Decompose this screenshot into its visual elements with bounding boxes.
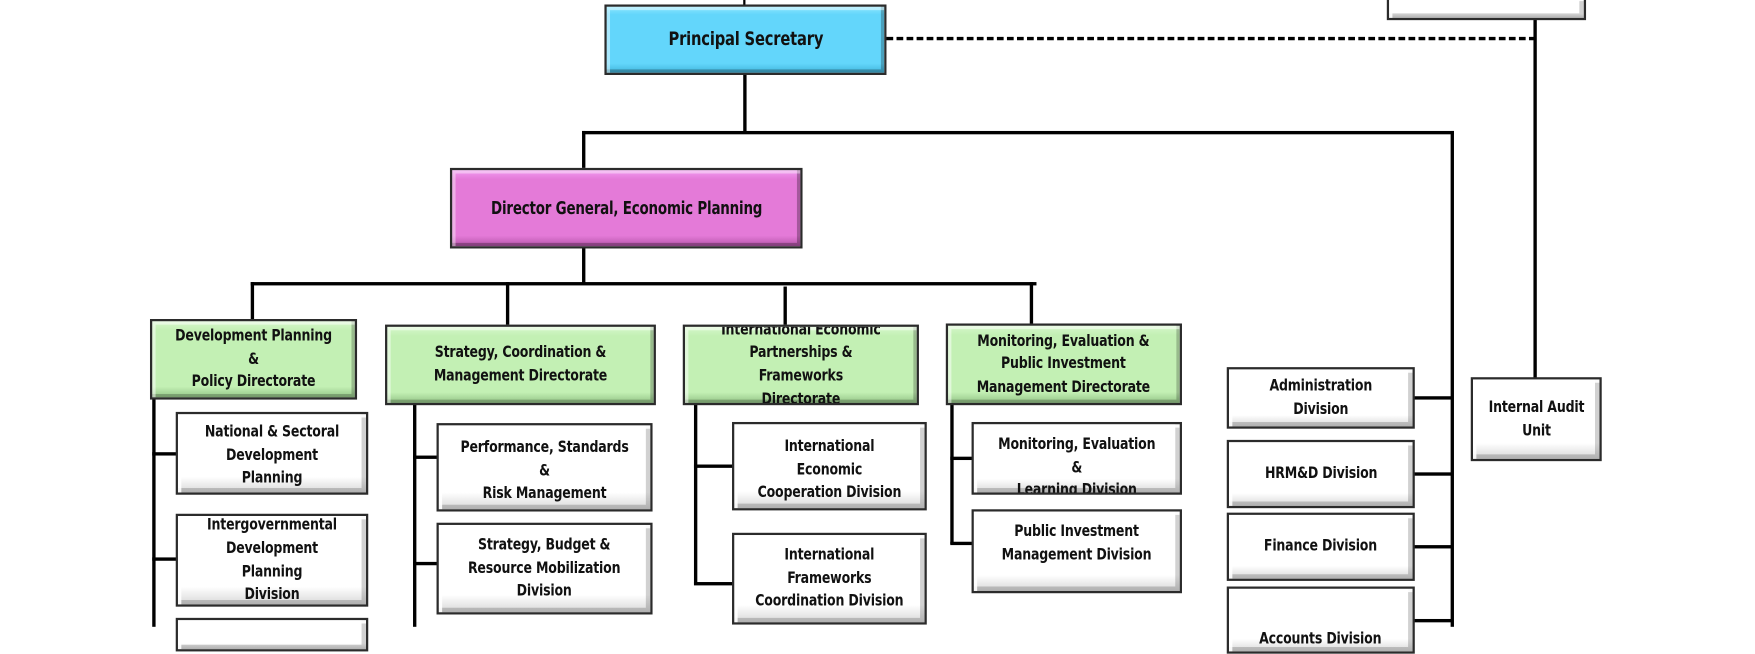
top-unit-box[interactable] xyxy=(1386,0,1587,21)
division-label: Accounts Division xyxy=(1259,630,1382,649)
connector-d3-trunk xyxy=(693,402,697,585)
division-performance-standards[interactable]: Performance, Standards & Risk Management… xyxy=(436,423,653,512)
connector-support-1 xyxy=(1413,396,1452,400)
connector-dir-2 xyxy=(505,282,509,325)
division-strategy-budget[interactable]: Strategy, Budget & Resource Mobilization… xyxy=(436,522,653,615)
director-general-box[interactable]: Director General, Economic Planning xyxy=(449,167,803,249)
directorate-development-planning[interactable]: Development Planning & Policy Directorat… xyxy=(149,319,358,400)
connector-d1-trunk xyxy=(152,397,156,627)
connector-dir-1 xyxy=(250,282,254,320)
division-label: National & Sectoral Development Planning… xyxy=(204,423,340,492)
directorate-label: Monitoring, Evaluation & Public Investme… xyxy=(977,332,1151,396)
division-international-cooperation[interactable]: International Economic Cooperation Divis… xyxy=(732,421,927,511)
connector-to-dg xyxy=(582,130,585,168)
division-hrmd[interactable]: HRM&D Division xyxy=(1226,439,1415,509)
directorate-strategy-coordination[interactable]: Strategy, Coordination & Management Dire… xyxy=(385,324,656,406)
connector-dir-3 xyxy=(783,286,787,325)
connector-dg-down xyxy=(582,247,585,285)
division-label: Strategy, Budget & Resource Mobilization… xyxy=(468,536,621,601)
directorate-label: Development Planning & Policy Directorat… xyxy=(175,326,332,391)
division-label: Finance Division xyxy=(1264,537,1378,556)
division-label: Performance, Standards & Risk Management… xyxy=(460,438,629,510)
principal-secretary-label: Principal Secretary xyxy=(668,28,823,51)
connector-directorates-horizontal xyxy=(250,282,1037,286)
director-general-label: Director General, Economic Planning xyxy=(490,198,762,219)
connector-d4-div1 xyxy=(950,456,973,460)
connector-dir-4 xyxy=(1029,282,1033,324)
division-label: HRM&D Division xyxy=(1264,464,1377,483)
connector-support-2 xyxy=(1413,472,1452,476)
connector-d2-div1 xyxy=(413,455,438,459)
division-public-investment[interactable]: Public Investment Management Division xyxy=(971,509,1182,594)
connector-d2-trunk xyxy=(413,402,416,627)
directorate-label: Strategy, Coordination & Management Dire… xyxy=(433,344,608,386)
division-label: Monitoring, Evaluation & Learning Divisi… xyxy=(998,435,1156,495)
division-label: Intergovernmental Development Planning D… xyxy=(207,516,337,604)
connector-d4-div2 xyxy=(950,541,973,545)
division-intergovernmental[interactable]: Intergovernmental Development Planning D… xyxy=(175,513,369,607)
directorate-monitoring-evaluation[interactable]: Monitoring, Evaluation & Public Investme… xyxy=(945,323,1182,406)
division-accounts[interactable]: Accounts Division xyxy=(1226,586,1415,654)
division-national-sectoral[interactable]: National & Sectoral Development Planning… xyxy=(175,411,369,495)
directorate-international-economic[interactable]: International Economic Partnerships & Fr… xyxy=(682,324,919,406)
connector-d4-trunk xyxy=(950,402,954,544)
connector-d3-div1 xyxy=(693,464,734,468)
division-monitoring-learning[interactable]: Monitoring, Evaluation & Learning Divisi… xyxy=(971,421,1182,495)
principal-secretary-box[interactable]: Principal Secretary xyxy=(604,4,887,75)
connector-support-trunk xyxy=(1450,130,1454,627)
connector-d1-div2 xyxy=(152,557,177,561)
internal-audit-unit[interactable]: Internal Audit Unit xyxy=(1470,377,1602,462)
division-label: International Economic Cooperation Divis… xyxy=(757,437,902,502)
division-label: International Frameworks Coordination Di… xyxy=(755,546,904,611)
directorate-label: International Economic Partnerships & Fr… xyxy=(721,324,881,406)
connector-ps-down xyxy=(743,73,747,133)
division-finance[interactable]: Finance Division xyxy=(1226,512,1415,581)
connector-d2-div2 xyxy=(413,561,438,565)
division-administration[interactable]: Administration Division xyxy=(1226,367,1415,429)
division-international-frameworks[interactable]: International Frameworks Coordination Di… xyxy=(732,532,927,625)
connector-ps-horizontal xyxy=(582,130,1454,134)
internal-audit-label: Internal Audit Unit xyxy=(1488,398,1585,440)
connector-d1-div1 xyxy=(152,452,177,455)
dashed-line-ps-to-audit xyxy=(886,36,1536,41)
connector-audit-trunk xyxy=(1533,19,1537,379)
division-label: Public Investment Management Division xyxy=(1001,522,1152,564)
connector-support-4 xyxy=(1413,618,1452,622)
connector-d3-div2 xyxy=(693,582,734,585)
division-label: Administration Division xyxy=(1269,377,1373,419)
connector-top-to-ps xyxy=(743,0,746,6)
connector-support-3 xyxy=(1413,545,1452,548)
org-chart: Principal Secretary Director General, Ec… xyxy=(149,0,1602,654)
division-partial[interactable] xyxy=(175,617,369,652)
